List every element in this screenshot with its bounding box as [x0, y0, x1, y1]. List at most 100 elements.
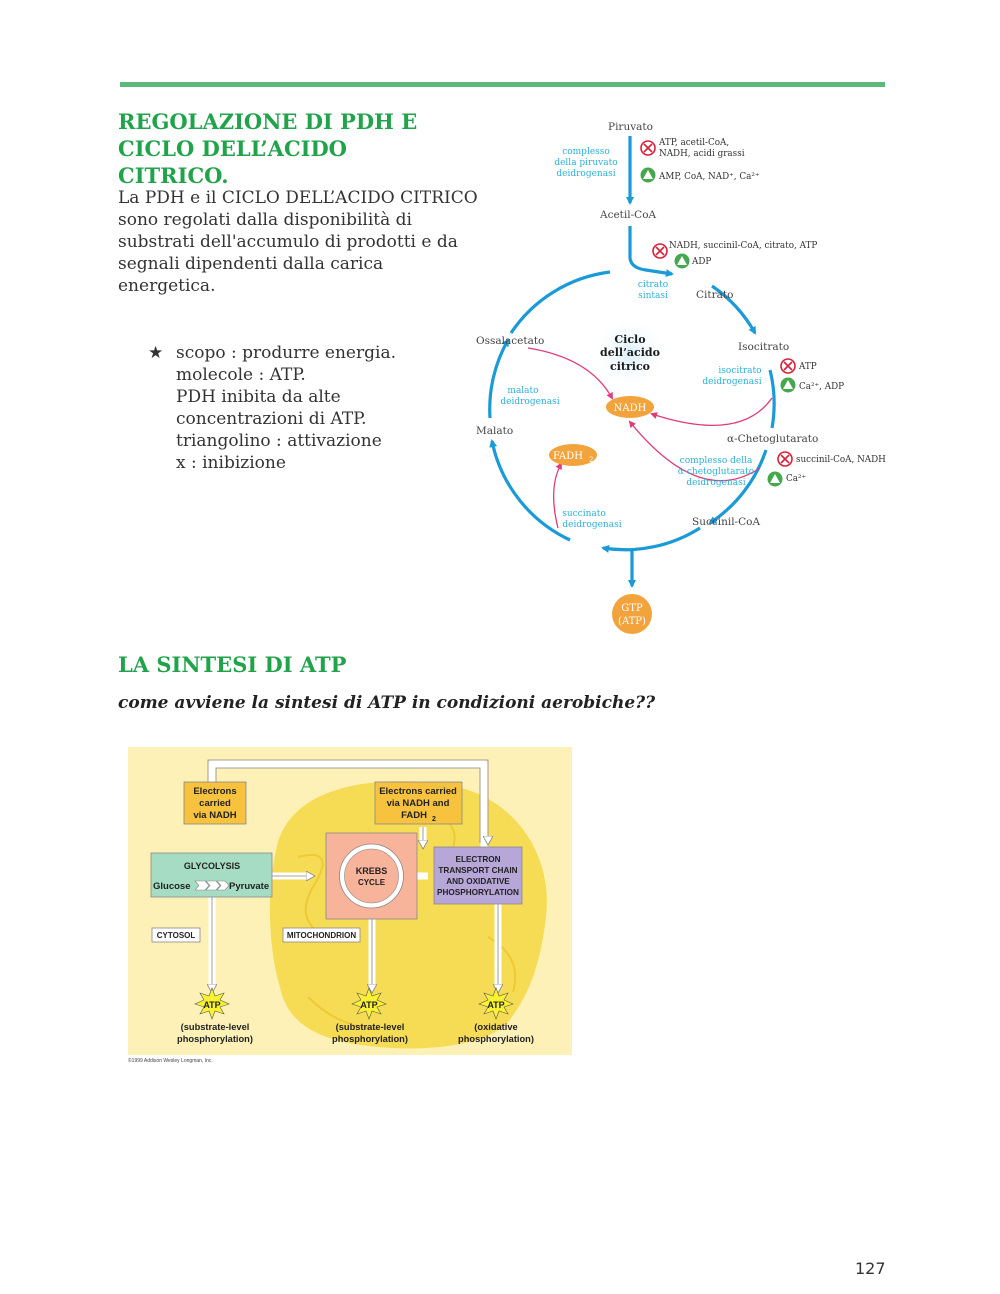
enzyme-citrato-sintasi: citrato — [638, 280, 668, 290]
atp-star: ATP — [478, 987, 514, 1020]
atp-caption: phosphorylation) — [458, 1034, 534, 1044]
svg-text:FADH: FADH — [553, 451, 583, 462]
fadh2-node: FADH 2 — [549, 444, 597, 466]
bullet-line: scopo : produrre energia. — [176, 343, 396, 363]
cycle-arc-citrato-isocitrato — [711, 284, 757, 335]
krebs-cycle-box: KREBS CYCLE — [325, 832, 418, 920]
electrons-nadh-box: Electrons carried via NADH — [183, 781, 247, 825]
enzyme-chetoglutarato-dh: α-chetoglutarato — [678, 467, 754, 477]
svg-text:GTP: GTP — [621, 603, 643, 614]
metabolite-isocitrato: Isocitrato — [738, 341, 789, 353]
svg-text:Pyruvate: Pyruvate — [229, 881, 269, 892]
svg-text:PHOSPHORYLATION: PHOSPHORYLATION — [437, 888, 519, 897]
svg-text:carried: carried — [199, 798, 231, 809]
enzyme-succinato-dh: succinato — [562, 509, 606, 519]
cycle-arc-ossalacetato-citrato — [509, 270, 611, 334]
center-label: citrico — [610, 360, 650, 373]
glycolysis-box: GLYCOLYSIS Glucose Pyruvate — [150, 852, 273, 898]
svg-text:via NADH and: via NADH and — [387, 798, 450, 809]
page-number: 127 — [855, 1259, 886, 1278]
atp-synthesis-figure: Electrons carried via NADH Electrons car… — [128, 747, 572, 1055]
idh-inhibitors: ATP — [798, 362, 817, 372]
red-arrow-malato-nadh — [527, 347, 613, 400]
enzyme-isocitrato-dh: deidrogenasi — [702, 377, 761, 387]
metabolite-chetoglutarato: α-Chetoglutarato — [727, 433, 818, 445]
svg-text:ATP: ATP — [360, 1000, 377, 1010]
pdh-activators: AMP, CoA, NAD⁺, Ca²⁺ — [658, 172, 760, 182]
enzyme-chetoglutarato-dh: deidrogenasi — [686, 478, 745, 488]
svg-text:Electrons: Electrons — [193, 786, 236, 797]
center-glow — [592, 315, 668, 391]
svg-text:Glucose: Glucose — [153, 881, 191, 892]
svg-text:Electrons carried: Electrons carried — [379, 786, 457, 797]
pdh-inhibitors: NADH, acidi grassi — [659, 149, 745, 159]
bullet-line: PDH inibita da alte — [176, 387, 341, 407]
cs-inhibitors: NADH, succinil-CoA, citrato, ATP — [669, 241, 817, 251]
red-arrow-succinato-fadh2 — [553, 462, 562, 529]
activate-icon — [640, 167, 656, 183]
kgdh-inhibitors: succinil-CoA, NADH — [796, 455, 886, 465]
chevron-arrows-icon — [194, 880, 230, 891]
cycle-arc-chetoglutarato-succinilcoa — [708, 449, 768, 525]
metabolite-acetil-coa: Acetil-CoA — [599, 209, 657, 221]
red-arrow-chetoglutarato-nadh — [628, 420, 761, 482]
activate-icon — [767, 471, 783, 487]
citric-acid-cycle-diagram: Ciclo dell’acido citrico Piruvato Acetil… — [476, 121, 886, 634]
enzyme-citrato-sintasi: sintasi — [638, 291, 668, 301]
svg-text:CYTOSOL: CYTOSOL — [157, 931, 196, 940]
bullet-line: concentrazioni di ATP. — [176, 409, 367, 429]
star-icon: ★ — [148, 343, 164, 363]
section-question: come avviene la sintesi di ATP in condiz… — [118, 693, 656, 713]
svg-text:TRANSPORT CHAIN: TRANSPORT CHAIN — [438, 866, 517, 875]
svg-text:GLYCOLYSIS: GLYCOLYSIS — [184, 861, 240, 871]
metabolite-piruvato: Piruvato — [608, 121, 653, 133]
svg-text:2: 2 — [589, 456, 593, 464]
cs-activators: ADP — [691, 257, 711, 267]
inhibit-icon — [640, 140, 656, 156]
metabolite-citrato: Citrato — [696, 289, 733, 301]
enzyme-pdh: della piruvato — [554, 158, 617, 168]
activate-icon — [780, 377, 796, 393]
enzyme-pdh: complesso — [562, 147, 610, 157]
svg-text:MITOCHONDRION: MITOCHONDRION — [287, 931, 356, 940]
bullet-line: x : inibizione — [176, 453, 286, 473]
section-title-sintesi-atp: LA SINTESI DI ATP — [118, 652, 347, 677]
cycle-arc-bottom-malato — [489, 439, 571, 542]
inhibit-icon — [780, 358, 796, 374]
svg-text:KREBS: KREBS — [356, 866, 388, 876]
cycle-arc-malato-ossalacetato — [488, 338, 510, 419]
metabolite-ossalacetato: Ossalacetato — [476, 335, 544, 347]
activate-icon — [674, 253, 690, 269]
bullet-line: molecole : ATP. — [176, 365, 306, 385]
intro-paragraph: La PDH e il CICLO DELL’ACIDO CITRICO son… — [118, 188, 478, 296]
center-label: Ciclo — [614, 333, 645, 346]
enzyme-isocitrato-dh: isocitrato — [718, 366, 761, 376]
svg-text:via NADH: via NADH — [193, 810, 236, 821]
metabolite-succinil-coa: Succinil-CoA — [692, 516, 760, 528]
svg-text:ATP: ATP — [487, 1000, 504, 1010]
cycle-arc-succinilcoa-bottom — [601, 526, 701, 553]
svg-text:AND OXIDATIVE: AND OXIDATIVE — [446, 877, 510, 886]
kgdh-activators: Ca²⁺ — [786, 474, 807, 484]
enzyme-pdh: deidrogenasi — [556, 169, 615, 179]
cytosol-label: CYTOSOL — [151, 927, 201, 943]
enzyme-malato-dh: deidrogenasi — [500, 397, 559, 407]
svg-text:2: 2 — [432, 816, 436, 823]
atp-caption: phosphorylation) — [177, 1034, 253, 1044]
svg-text:NADH: NADH — [614, 403, 647, 414]
idh-activators: Ca²⁺, ADP — [799, 382, 844, 392]
copyright-note: ©1999 Addison Wesley Longman, Inc. — [128, 1058, 213, 1064]
svg-text:ELECTRON: ELECTRON — [455, 855, 500, 864]
bullet-line: triangolino : attivazione — [176, 431, 382, 451]
svg-text:CYCLE: CYCLE — [358, 878, 386, 887]
red-arrow-isocitrato-nadh — [650, 397, 773, 426]
etc-box: ELECTRON TRANSPORT CHAIN AND OXIDATIVE P… — [433, 846, 523, 905]
atp-star: ATP — [194, 987, 230, 1020]
metabolite-malato: Malato — [476, 425, 513, 437]
arrow-acetilcoa-citrato — [628, 226, 674, 278]
pdh-inhibitors: ATP, acetil-CoA, — [658, 138, 729, 148]
nadh-node: NADH — [606, 396, 654, 418]
enzyme-malato-dh: malato — [507, 386, 538, 396]
center-label: dell’acido — [600, 346, 660, 359]
inhibit-icon — [777, 451, 793, 467]
